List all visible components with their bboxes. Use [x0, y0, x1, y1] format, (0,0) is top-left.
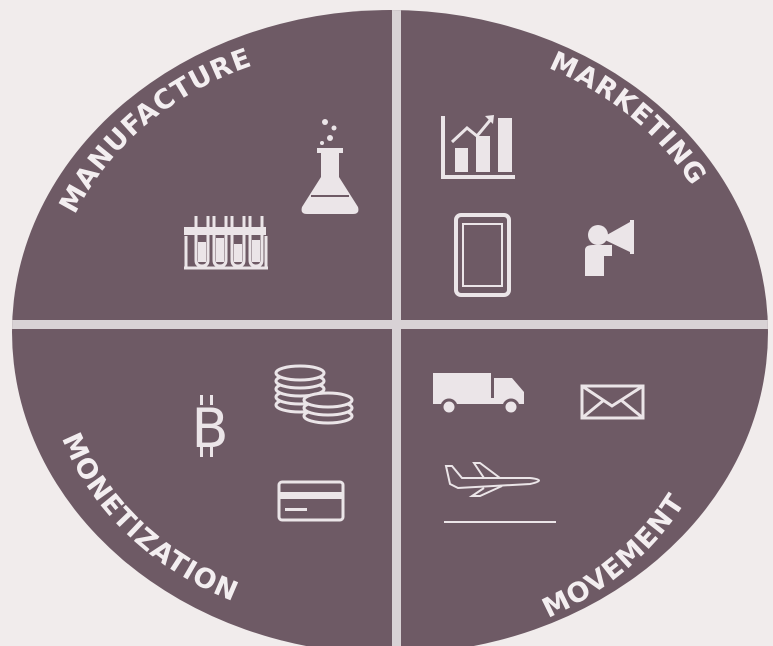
bitcoin-icon: B [191, 395, 229, 460]
test-tube-rack-icon [184, 216, 268, 270]
horizontal-divider [12, 320, 768, 329]
coins-stack-icon [274, 364, 354, 425]
megaphone-person-icon [585, 220, 634, 276]
truck-icon [433, 373, 524, 416]
smartphone-icon [454, 213, 511, 297]
envelope-icon [580, 384, 645, 420]
flask-icon [301, 119, 359, 214]
airplane-icon [444, 462, 556, 523]
credit-card-icon [277, 480, 345, 522]
bar-chart-growth-icon [441, 115, 515, 179]
